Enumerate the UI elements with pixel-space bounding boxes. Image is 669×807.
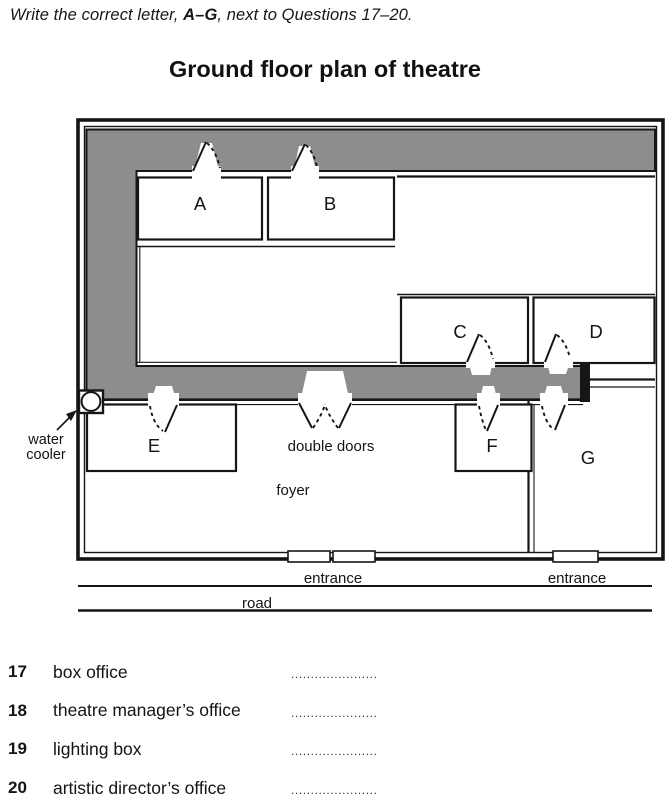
water-cooler-label-line1: water [27,432,64,448]
question-label: box office [53,661,128,682]
answer-blank-17[interactable]: ...................... [291,667,377,681]
question-number: 17 [8,662,27,682]
question-label: lighting box [53,738,142,759]
door-leaves [149,141,571,433]
entrance-left-label: entrance [304,570,362,587]
road-label: road [242,595,272,612]
question-20-row: 20 artistic director’s office ..........… [0,769,430,807]
road [78,585,652,612]
answer-blank-19[interactable]: ...................... [291,744,377,759]
door-openings [148,143,573,407]
room-c [399,296,530,365]
question-label: artistic director’s office [53,777,227,798]
entrance-right-label: entrance [548,570,606,587]
double-doors-label: double doors [288,438,375,455]
question-number: 19 [8,739,27,759]
question-19-row: 19 lighting box ...................... [0,730,430,769]
entrance-doors [287,550,599,563]
instruction-text: Write the correct letter, A–G, next to Q… [10,6,660,25]
question-label: theatre manager’s office [53,700,241,721]
room-g-label: G [581,447,595,468]
door-g [541,404,566,431]
room-c-label: C [453,321,466,342]
questions-list: 17 box office ...................... 18 … [0,653,430,807]
rooms [85,176,656,473]
door-b [291,143,318,172]
room-a-label: A [194,193,207,214]
instruction-suffix: , next to Questions 17–20. [217,6,413,24]
question-18-row: 18 theatre manager’s office ............… [0,692,430,731]
corridor-end-wall [580,363,590,402]
room-b-label: B [324,193,336,214]
answer-blank-18[interactable]: ...................... [291,705,377,720]
room-b [266,176,396,241]
question-number: 18 [8,700,27,720]
door-e [149,404,178,433]
room-f-label: F [486,435,497,456]
room-e-label: E [148,435,160,456]
door-a [192,141,221,172]
water-cooler-arrow [56,410,77,431]
water-cooler [77,389,105,415]
room-d [532,296,656,365]
page-title: Ground floor plan of theatre [168,56,482,82]
door-f [478,404,499,432]
answer-blank-20[interactable]: ...................... [291,782,377,797]
instruction-letter-range: A–G [183,6,218,24]
water-cooler-label-line2: cooler [26,447,66,463]
question-number: 20 [8,778,27,798]
instruction-prefix: Write the correct letter, [10,6,184,24]
door-d [544,333,571,363]
door-c [466,333,494,363]
room-e [85,403,238,473]
foyer-label: foyer [276,482,309,499]
double-doors [298,402,352,429]
question-17-row: 17 box office ...................... [0,653,430,692]
room-d-label: D [589,321,602,342]
